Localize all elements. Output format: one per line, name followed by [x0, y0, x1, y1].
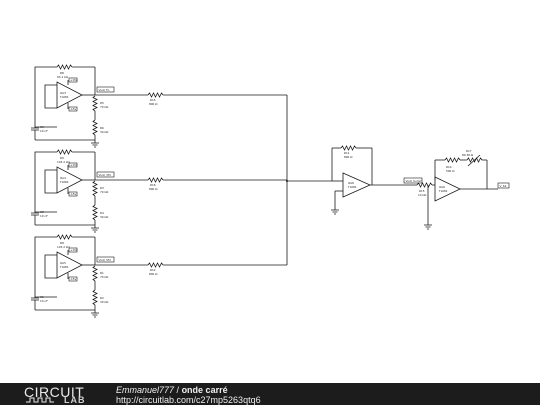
divider-resistor-b	[92, 119, 98, 136]
capacitor	[31, 297, 39, 301]
net-label: Vout_3Fo	[99, 173, 112, 177]
top-resistor-ref: R8	[60, 71, 64, 75]
project-url[interactable]: http://circuitlab.com/c27mp5263qtq6	[116, 395, 261, 405]
circuitlab-logo[interactable]: CIRCUIT LAB	[24, 383, 96, 405]
opamp	[56, 81, 83, 109]
summer-net-label: Vout_Summ	[406, 179, 423, 183]
opamp-model: TL081	[59, 95, 69, 99]
output-net-label: V_S2	[500, 184, 507, 188]
summing-bus	[286, 95, 332, 265]
ground-symbol	[91, 142, 99, 148]
capacitor	[31, 212, 39, 216]
divider-a-value: 70 kΩ	[100, 275, 109, 279]
output-rin-ref: R15	[419, 189, 425, 193]
opamp-ref: OA3	[60, 91, 66, 95]
summer-stage: R11 800 Ω OA6 TL081 Vout_Summ	[331, 145, 423, 215]
divider-a-ref: R5	[100, 101, 104, 105]
ground-symbol	[91, 227, 99, 233]
divider-a-value: 70 kΩ	[100, 190, 109, 194]
summing-resistor	[147, 177, 164, 183]
divider-resistor-a	[92, 265, 98, 282]
divider-a-ref: R1	[100, 271, 104, 275]
summer-opamp-model: TL081	[347, 185, 357, 189]
capacitor-value: 10 nF	[40, 129, 48, 133]
supply-negative: -15v	[70, 107, 77, 111]
opamp	[56, 251, 83, 279]
divider-a-value: 70 kΩ	[100, 105, 109, 109]
output-rin-value: 10 kΩ	[418, 193, 427, 197]
capacitor-value: 10 nF	[40, 214, 48, 218]
capacitor-value: 10 nF	[40, 299, 48, 303]
summing-resistor-value: 800 Ω	[149, 272, 158, 276]
summing-resistor-value: 800 Ω	[149, 102, 158, 106]
output-rfb-value: 80.36 Ω	[462, 153, 474, 157]
output-rmid-ref: R14	[446, 165, 452, 169]
divider-b-ref: R6	[100, 126, 104, 130]
divider-b-value: 30 kΩ	[100, 130, 109, 134]
summing-resistor	[147, 92, 164, 98]
summer-opamp-ref: OA6	[348, 181, 354, 185]
supply-positive: +15v	[70, 163, 78, 167]
divider-b-value: 30 kΩ	[100, 300, 109, 304]
opamp-ref: OA4	[60, 176, 66, 180]
summing-resistor-value: 800 Ω	[149, 187, 158, 191]
divider-resistor-a	[92, 180, 98, 197]
top-resistor-value: 103.2 kΩ	[57, 245, 71, 249]
waveform-icon	[26, 397, 54, 403]
divider-b-value: 30 kΩ	[100, 215, 109, 219]
output-stage: R15 10 kΩ OA6 TL081 R14 500 Ω R17 80.36 …	[416, 149, 510, 230]
summing-resistor-ref: R12	[150, 268, 156, 272]
footer-bar: CIRCUIT LAB Emmanuel777 / onde carré htt…	[0, 383, 540, 405]
ground-symbol	[91, 312, 99, 318]
output-opamp	[434, 176, 461, 202]
output-opamp-model: TL081	[438, 189, 448, 193]
divider-resistor-b	[92, 204, 98, 221]
divider-b-ref: R2	[100, 296, 104, 300]
summing-resistor-ref: R15	[150, 98, 156, 102]
opamp-model: TL081	[59, 265, 69, 269]
top-resistor-ref: R8	[60, 241, 64, 245]
output-rmid-value: 500 Ω	[446, 169, 455, 173]
supply-negative: -15v	[70, 192, 77, 196]
capacitor	[31, 127, 39, 131]
top-resistor	[56, 149, 73, 155]
logo-subtext: LAB	[64, 395, 86, 405]
net-label: Vout_Fo	[99, 88, 110, 92]
top-resistor	[56, 234, 73, 240]
top-resistor-value: 93.1 kΩ	[57, 75, 69, 79]
net-label: Vout_5Fo	[99, 258, 112, 262]
summer-rfb-value: 800 Ω	[344, 155, 353, 159]
opamp-ref: OA5	[60, 261, 66, 265]
capacitor-ref: C1	[40, 295, 44, 299]
top-resistor-value: 103.2 kΩ	[57, 160, 71, 164]
summer-opamp	[342, 172, 371, 198]
summing-resistor-ref: R16	[150, 183, 156, 187]
top-resistor-ref: R9	[60, 156, 64, 160]
divider-b-ref: R4	[100, 211, 104, 215]
divider-resistor-a	[92, 95, 98, 112]
summer-rfb-ref: R11	[344, 151, 350, 155]
capacitor-ref: C3	[40, 125, 44, 129]
divider-a-ref: R3	[100, 186, 104, 190]
project-name[interactable]: onde carré	[181, 385, 228, 395]
divider-resistor-b	[92, 289, 98, 306]
logo-text: CIRCUIT	[24, 384, 85, 400]
supply-positive: +15v	[70, 248, 78, 252]
author-name[interactable]: Emmanuel777	[116, 385, 175, 395]
output-rfb-ref: R17	[466, 149, 472, 153]
supply-positive: +15v	[70, 78, 78, 82]
capacitor-ref: C2	[40, 210, 44, 214]
opamp-model: TL081	[59, 180, 69, 184]
footer-title: Emmanuel777 / onde carré	[116, 385, 228, 395]
top-resistor	[56, 64, 73, 70]
opamp	[56, 166, 83, 194]
output-opamp-ref: OA6	[439, 185, 445, 189]
supply-negative: -15v	[70, 277, 77, 281]
title-separator: /	[174, 385, 182, 395]
summing-resistor	[147, 262, 164, 268]
